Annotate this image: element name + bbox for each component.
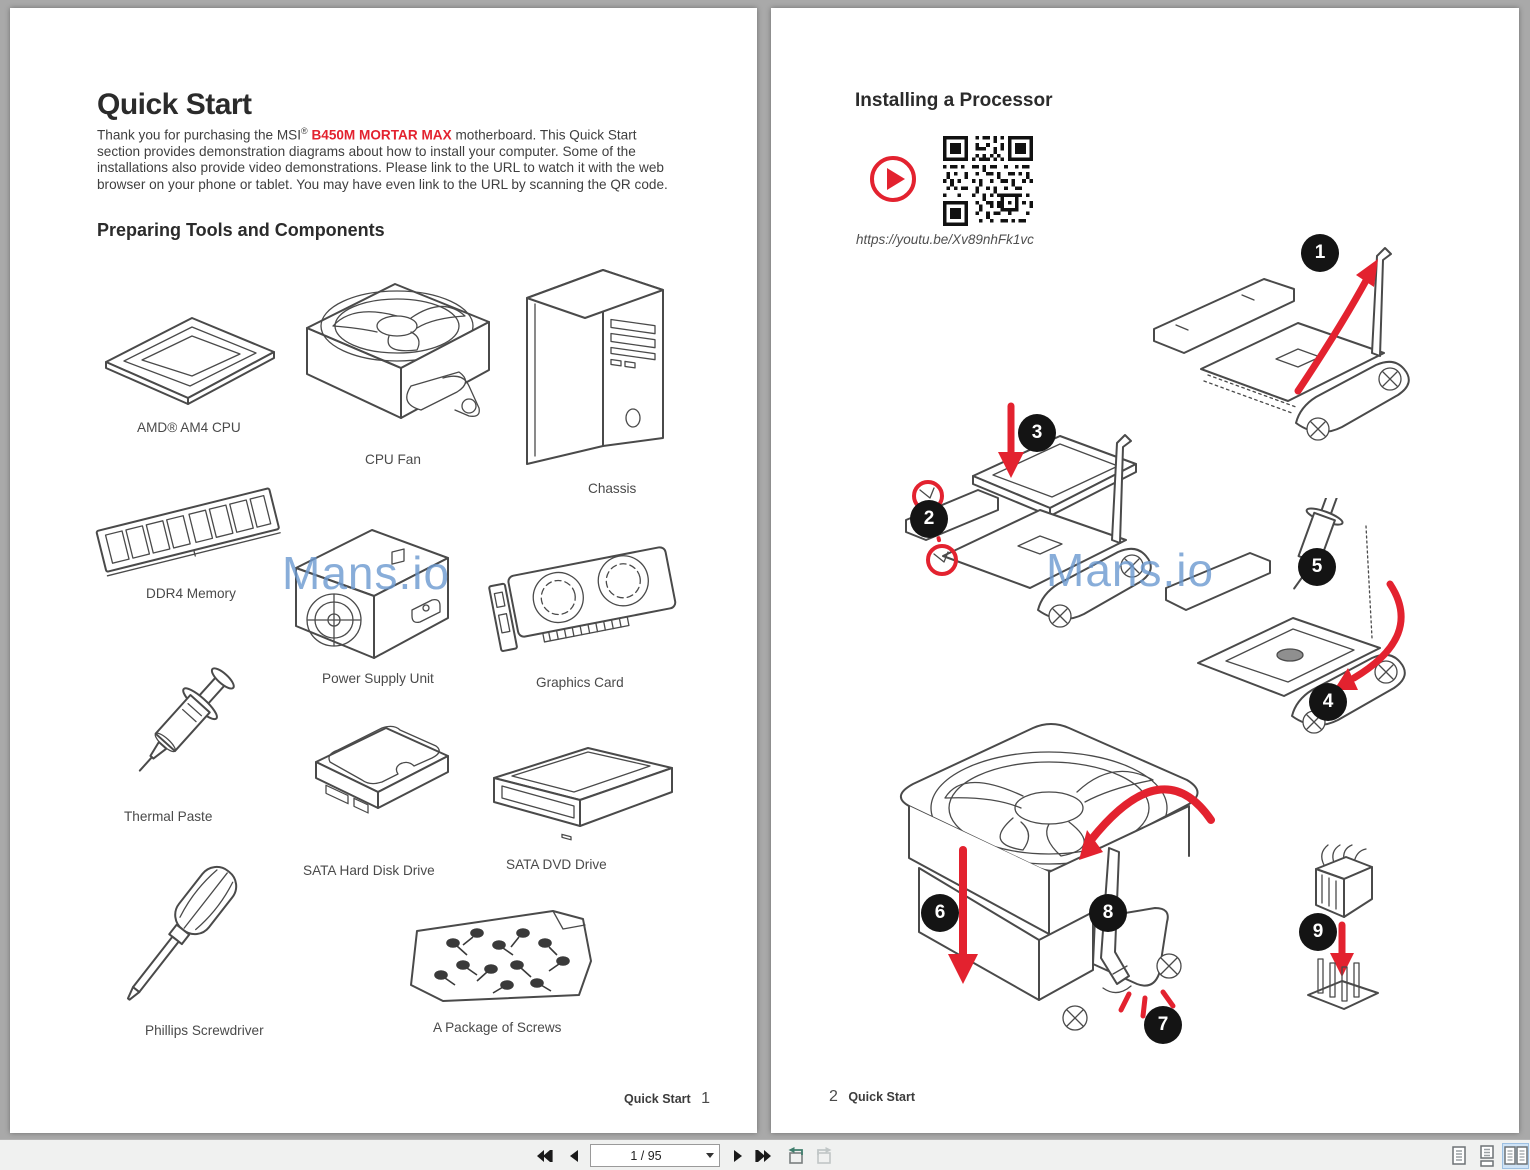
document-page-1: Quick Start Thank you for purchasing the… bbox=[10, 8, 757, 1133]
amd-cpu-illustration bbox=[98, 308, 283, 408]
continuous-view-button[interactable] bbox=[1474, 1144, 1499, 1168]
page-number-box bbox=[590, 1144, 720, 1167]
next-page-button[interactable] bbox=[727, 1145, 749, 1167]
cpu-fan-label: CPU Fan bbox=[365, 452, 421, 467]
thermal-paste-illustration bbox=[105, 650, 255, 802]
first-page-button[interactable] bbox=[534, 1145, 556, 1167]
previous-page-button[interactable] bbox=[563, 1145, 585, 1167]
footer-page-number: 2 bbox=[829, 1088, 838, 1105]
cpu-fan-illustration bbox=[293, 266, 503, 456]
registered-mark: ® bbox=[301, 126, 308, 136]
step-badge-9: 9 bbox=[1299, 913, 1337, 951]
screwdriver-label: Phillips Screwdriver bbox=[145, 1023, 264, 1038]
psu-illustration bbox=[288, 516, 456, 666]
step-badge-8: 8 bbox=[1089, 894, 1127, 932]
qr-code bbox=[943, 136, 1033, 226]
hdd-label: SATA Hard Disk Drive bbox=[303, 863, 435, 878]
page-footer: Quick Start 1 bbox=[490, 1090, 710, 1108]
step-badge-6: 6 bbox=[921, 894, 959, 932]
footer-page-number: 1 bbox=[701, 1090, 710, 1107]
step-badge-4: 4 bbox=[1309, 683, 1347, 721]
page-title: Quick Start bbox=[97, 88, 252, 121]
two-page-view-button[interactable] bbox=[1502, 1143, 1529, 1169]
chevron-down-icon bbox=[706, 1153, 714, 1158]
section-heading: Preparing Tools and Components bbox=[97, 220, 385, 240]
step-badge-7: 7 bbox=[1144, 1006, 1182, 1044]
step-badge-5: 5 bbox=[1298, 548, 1336, 586]
footer-section-title: Quick Start bbox=[848, 1090, 916, 1104]
ddr4-illustration bbox=[93, 481, 283, 581]
last-page-button[interactable] bbox=[752, 1145, 774, 1167]
document-page-2: Installing a Processor https://youtu.be/… bbox=[771, 8, 1519, 1133]
thermal-paste-label: Thermal Paste bbox=[124, 809, 213, 824]
graphics-card-illustration bbox=[485, 533, 680, 665]
footer-section-title: Quick Start bbox=[623, 1092, 691, 1106]
brand-name: B450M MORTAR MAX bbox=[311, 127, 452, 143]
single-page-view-button[interactable] bbox=[1446, 1144, 1471, 1168]
page-number-dropdown[interactable] bbox=[701, 1145, 719, 1166]
page-number-input[interactable] bbox=[591, 1148, 701, 1163]
intro-paragraph: Thank you for purchasing the MSI® B450M … bbox=[97, 123, 669, 193]
screws-package-illustration bbox=[403, 903, 603, 1008]
intro-text-pre: Thank you for purchasing the MSI bbox=[97, 127, 302, 143]
socket-lever-diagram bbox=[1146, 233, 1436, 443]
fan-mount-diagram bbox=[863, 688, 1235, 1073]
hdd-illustration bbox=[306, 716, 456, 861]
step-badge-1: 1 bbox=[1301, 234, 1339, 272]
chassis-label: Chassis bbox=[588, 481, 637, 496]
page-footer: 2 Quick Start bbox=[829, 1088, 915, 1106]
screwdriver-illustration bbox=[98, 846, 258, 1026]
chassis-illustration bbox=[515, 260, 675, 470]
viewer-toolbar bbox=[0, 1139, 1530, 1170]
fan-connector-diagram bbox=[1298, 843, 1390, 1021]
intro-text-post: motherboard. This Quick Start section pr… bbox=[97, 127, 668, 192]
video-url: https://youtu.be/Xv89nhFk1vc bbox=[856, 232, 1034, 247]
cpu-insert-diagram bbox=[898, 398, 1188, 668]
psu-label: Power Supply Unit bbox=[322, 671, 434, 686]
dvd-illustration bbox=[486, 740, 678, 842]
next-view-button[interactable] bbox=[813, 1145, 835, 1167]
page-title: Installing a Processor bbox=[855, 90, 1053, 111]
dvd-label: SATA DVD Drive bbox=[506, 857, 607, 872]
video-play-icon bbox=[870, 156, 916, 202]
screws-package-label: A Package of Screws bbox=[433, 1020, 562, 1035]
previous-view-button[interactable] bbox=[785, 1145, 807, 1167]
amd-cpu-label: AMD® AM4 CPU bbox=[137, 420, 241, 435]
step-badge-3: 3 bbox=[1018, 414, 1056, 452]
graphics-card-label: Graphics Card bbox=[536, 675, 624, 690]
thermal-paste-diagram bbox=[1158, 498, 1445, 783]
ddr4-label: DDR4 Memory bbox=[146, 586, 236, 601]
step-badge-2: 2 bbox=[910, 500, 948, 538]
